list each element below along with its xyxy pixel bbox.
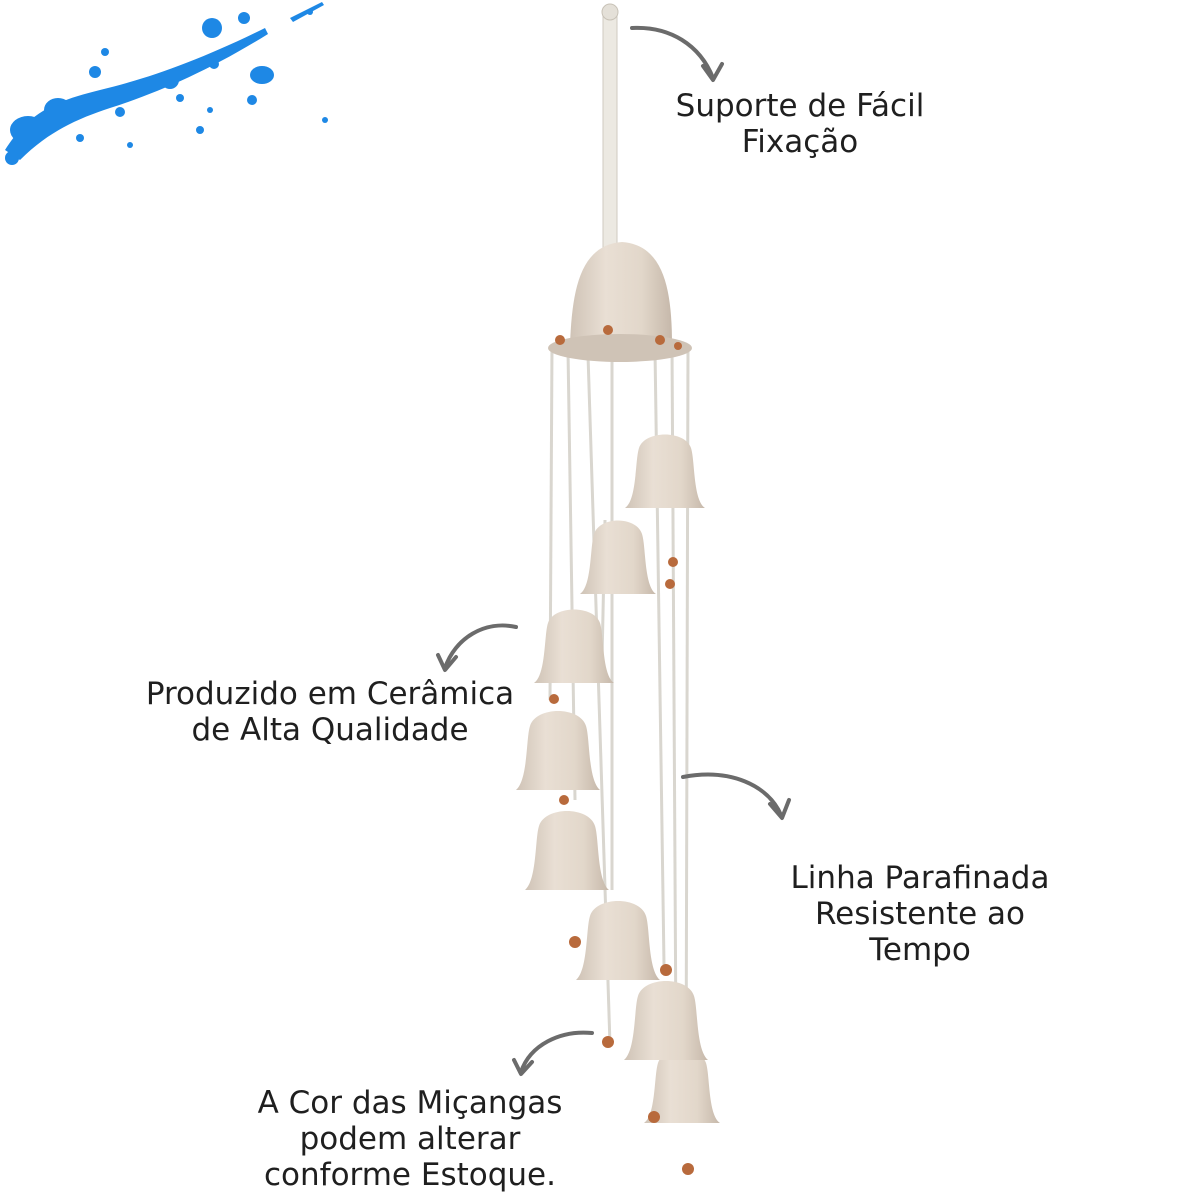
arrow-icon [768,798,791,820]
label-line: Tempo [869,932,971,968]
label-waxed-line: Linha Parafinada Resistente ao Tempo [770,860,1070,968]
label-line: Linha Parafinada [790,860,1050,896]
label-line: Fixação [741,124,859,160]
label-line: Produzido em Cerâmica [145,676,515,712]
ceramic-bells [516,434,720,1175]
label-ceramic-quality: Produzido em Cerâmica de Alta Qualidade [120,676,540,748]
label-line: Suporte de Fácil [675,88,925,124]
paint-splash-decoration [5,2,328,165]
ceramic-bell [580,520,675,594]
ceramic-bell [624,981,708,1060]
arrow-icon [436,653,458,672]
label-line: conforme Estoque. [264,1157,556,1193]
label-line: podem alterar [299,1121,521,1157]
arrow-icon [519,1030,594,1074]
callout-arrows [436,25,791,1076]
arrow-icon [630,25,715,80]
label-bead-color-note: A Cor das Miçangas podem alterar conform… [220,1085,600,1193]
label-line: de Alta Qualidade [191,712,469,748]
top-ceramic-hood [548,242,692,362]
label-line: Resistente ao [814,896,1026,932]
label-easy-mount-support: Suporte de Fácil Fixação [640,88,960,160]
ceramic-bell [516,711,600,805]
ceramic-bell [525,811,609,948]
ceramic-bell [625,434,705,567]
hanging-cord [601,3,619,260]
arrow-icon [701,62,724,82]
arrow-icon [443,623,518,670]
ceramic-bell [644,1049,720,1175]
ceramic-bell [576,901,672,980]
arrow-icon [512,1058,534,1076]
arrow-icon [681,772,783,817]
ceramic-bell [534,609,614,704]
label-line: A Cor das Miçangas [257,1085,563,1121]
